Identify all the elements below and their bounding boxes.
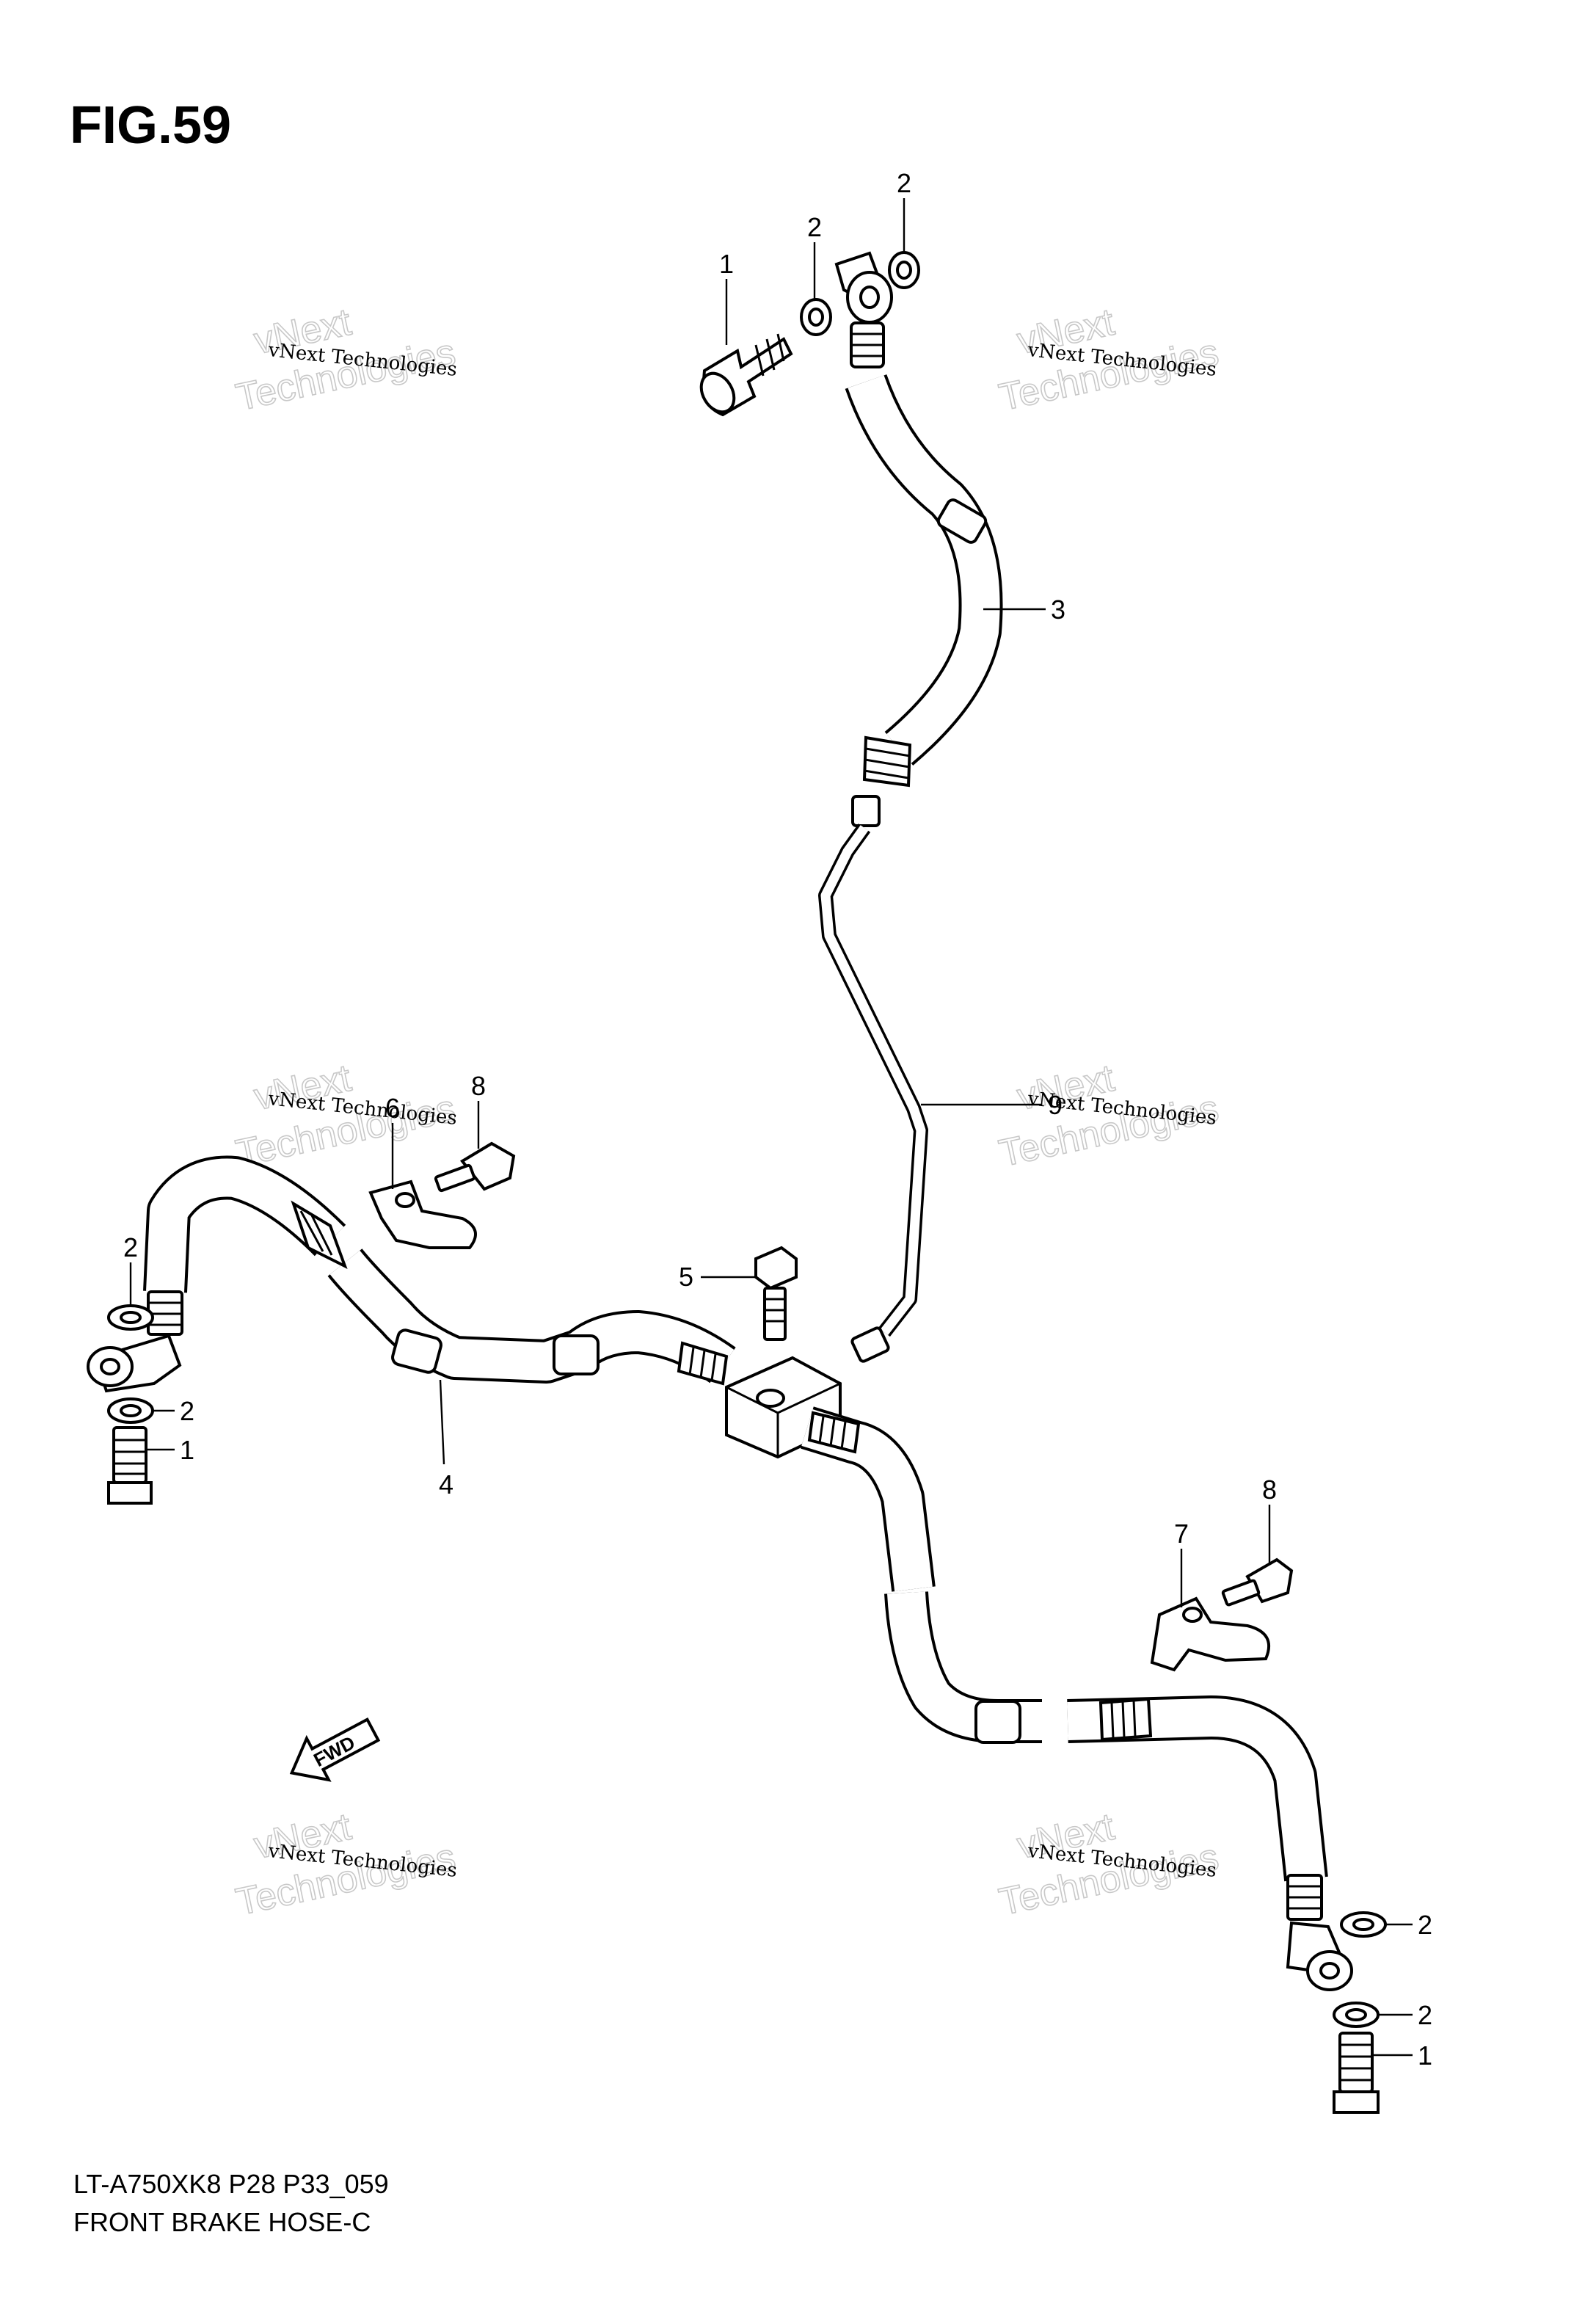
top-banjo-bolt [699,333,793,417]
hose-4-clamp-ring [391,1328,442,1374]
callout-washer-left-b: 2 [180,1396,194,1426]
callout-washer-top-b: 2 [897,168,911,198]
top-banjo-fitting [834,251,893,368]
left-washer-upper [107,1304,154,1331]
right-hose-joint-ring [974,1700,1021,1744]
brake-pipe-9 [818,795,928,1363]
hose-bracket-7 [1150,1596,1270,1672]
bracket-bolt-8-left [434,1141,516,1193]
callout-pipe-9: 9 [1048,1090,1063,1120]
right-washer-upper [1340,1911,1387,1938]
callout-bolt-5: 5 [679,1262,693,1292]
callout-bolt-8-left: 8 [471,1071,486,1101]
brake-hose-3 [845,374,1003,788]
callout-leaders [129,198,1413,2057]
junction-bolt-5 [754,1246,798,1341]
callout-bracket-6: 6 [385,1093,400,1123]
right-banjo-fitting [1286,1921,1353,1991]
brake-hose-right [801,1406,1328,1921]
callout-bolt-top: 1 [719,249,734,279]
bracket-bolt-8-right [1221,1557,1294,1607]
top-washer-right [888,251,920,289]
figure-title: FIG.59 [70,96,231,155]
callout-bolt-8-right: 8 [1262,1475,1277,1505]
callout-bolt-left: 1 [180,1435,194,1465]
left-banjo-fitting [87,1334,182,1393]
model-code-caption: LT-A750XK8 P28 P33_059 [73,2169,389,2199]
right-banjo-bolt [1333,2032,1380,2114]
hose-bracket-6 [368,1179,477,1249]
part-name-caption: FRONT BRAKE HOSE-C [73,2207,371,2237]
callout-washer-left-a: 2 [123,1232,138,1262]
left-washer-lower [107,1397,154,1424]
forward-arrow: FWD [289,1717,381,1782]
callout-bracket-7: 7 [1174,1519,1189,1549]
left-banjo-bolt [107,1426,153,1505]
callout-washer-top-a: 2 [807,212,822,242]
forward-arrow-icon [289,1717,381,1782]
callout-bolt-right: 1 [1418,2040,1432,2071]
callout-hose-4: 4 [439,1469,453,1499]
right-washer-lower [1333,2002,1380,2028]
callout-hose-3: 3 [1051,595,1065,625]
top-washer-left [800,298,832,336]
brake-hose-4 [143,1155,736,1386]
hose-3-clamp [936,498,988,544]
callout-washer-right-a: 2 [1418,1910,1432,1940]
callout-washer-right-b: 2 [1418,2000,1432,2030]
hose-4-joint-ring [553,1334,600,1375]
